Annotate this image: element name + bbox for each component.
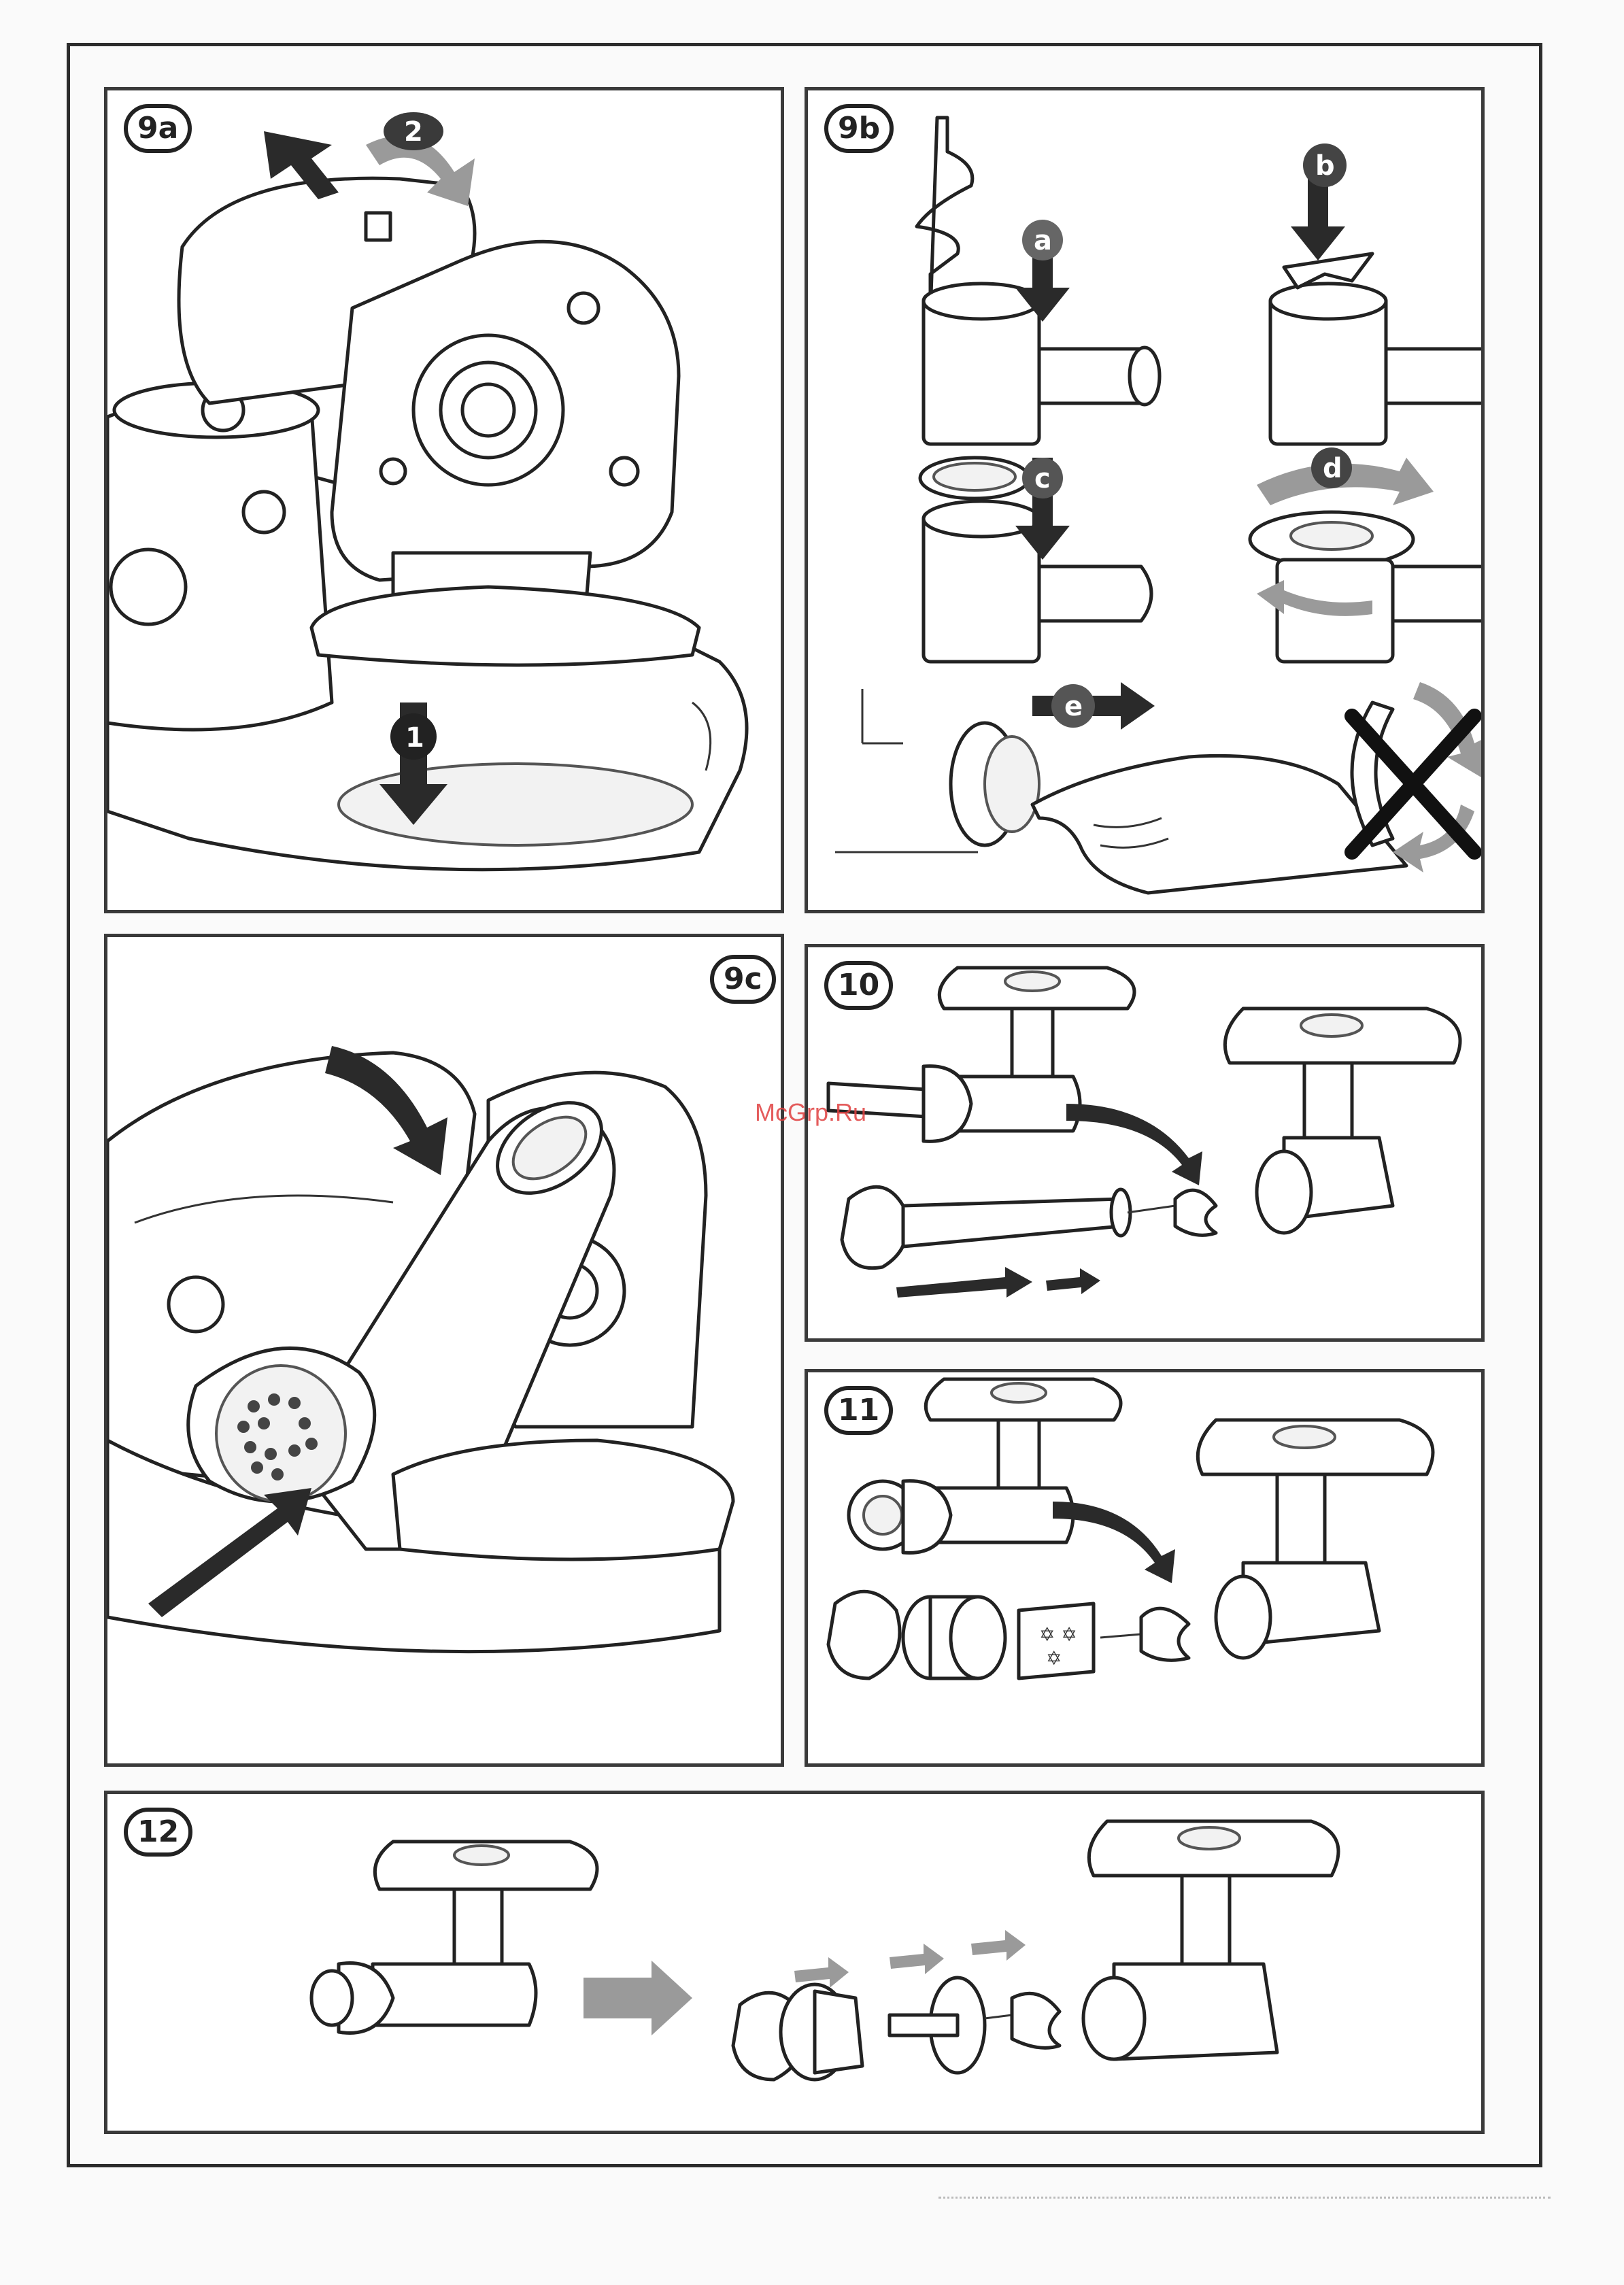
step-c-illustration: c [920,458,1151,662]
step-c-label: c [1034,463,1051,494]
illustration-10 [808,947,1481,1338]
svg-text:✡: ✡ [1046,1647,1062,1670]
panel-12: 12 [104,1791,1485,2134]
step-a-label: a [1034,225,1052,256]
illustration-9b: a b c [808,90,1481,910]
panel-10: 10 [805,944,1485,1342]
illustration-11: ✡ ✡ ✡ [808,1372,1481,1763]
step-d-illustration: d [1250,447,1481,662]
step-d-label: d [1323,453,1342,484]
step-1-label: 1 [405,722,424,754]
step-e-illustration: e [835,682,1481,893]
panel-9b: 9b a b [805,87,1485,913]
illustration-9a: 1 2 [107,90,781,910]
scan-noise [938,2197,1551,2205]
svg-text:✡ ✡: ✡ ✡ [1039,1623,1077,1646]
step-2-label: 2 [404,116,423,148]
watermark-text: McGrp.Ru [755,1098,866,1127]
step-a-illustration: a [917,118,1160,444]
illustration-12 [107,1794,1481,2131]
panel-9c: 9c [104,934,784,1767]
illustration-9c [107,937,781,1763]
panel-11: 11 ✡ ✡ ✡ [805,1369,1485,1767]
step-b-label: b [1315,150,1335,182]
step-e-label: e [1064,691,1083,722]
step-b-illustration: b [1270,143,1481,444]
panel-9a: 9a 1 [104,87,784,913]
